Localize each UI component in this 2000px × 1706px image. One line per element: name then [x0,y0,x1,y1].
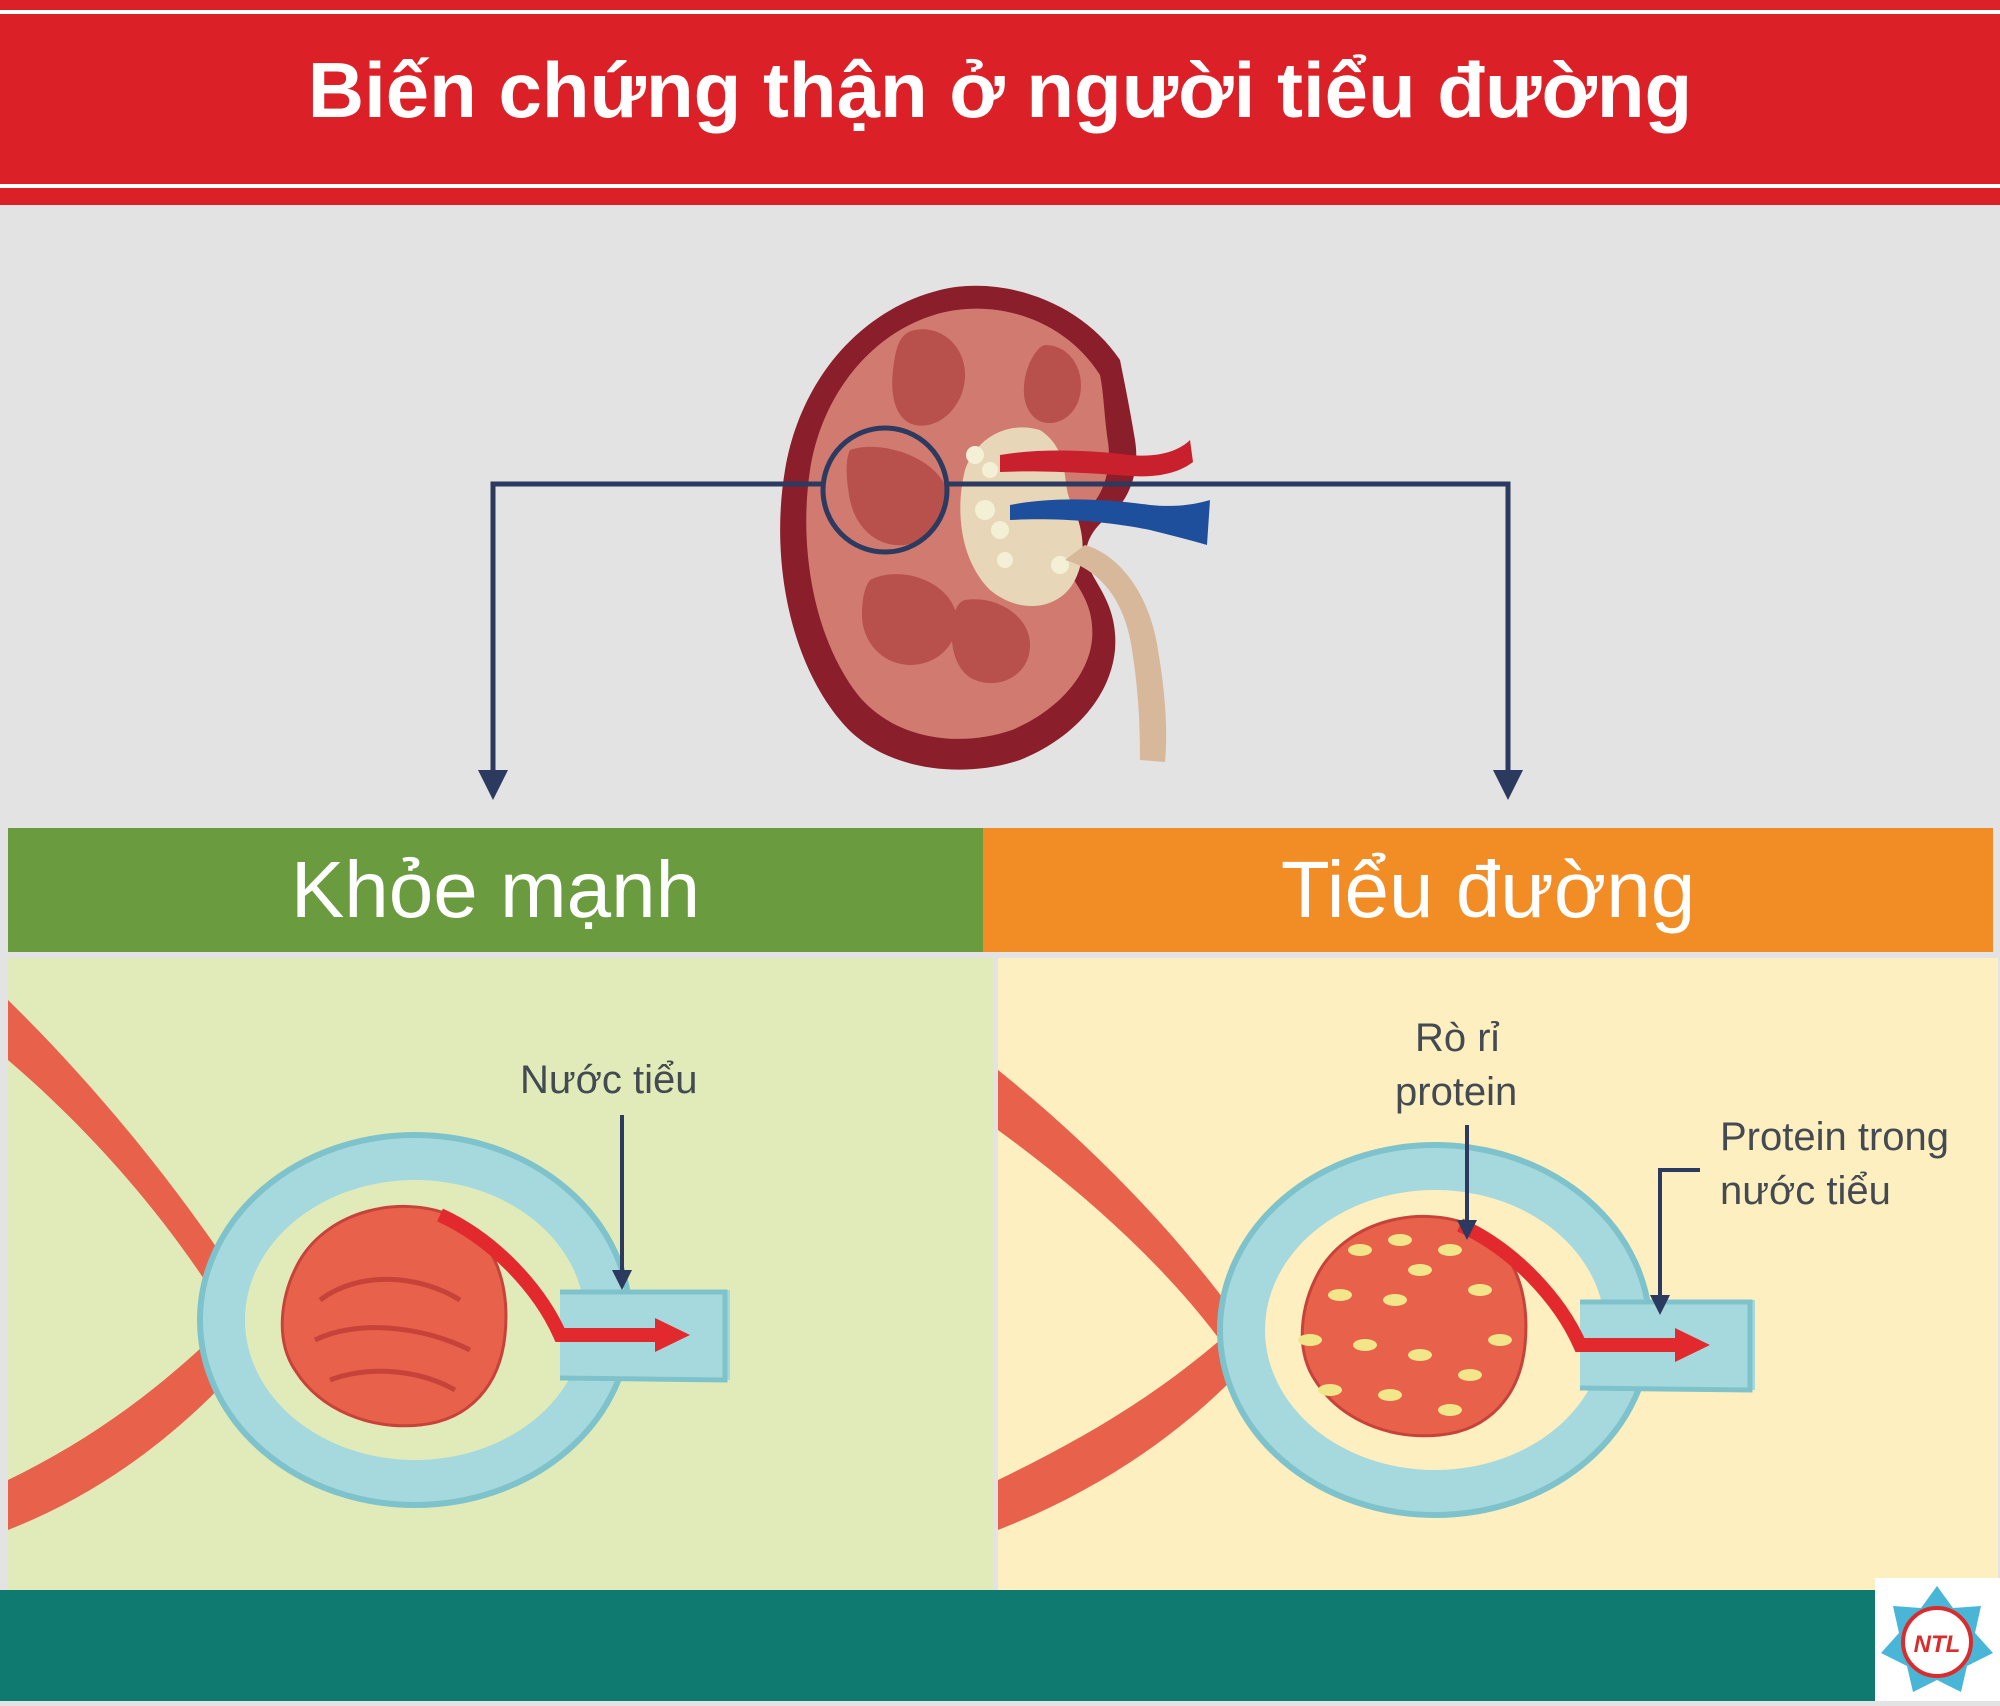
protein-label-line2: nước tiểu [1720,1169,1891,1213]
diabetes-glomerulus [998,1070,1755,1530]
logo-text: NTL [1914,1631,1961,1658]
title-top-rule [0,10,2000,14]
capillary-tuft [280,1204,508,1428]
pyramid-1 [892,329,965,426]
connector-lines [490,425,1511,770]
ureter [1065,545,1167,762]
arrow-down-right-icon [1493,770,1523,800]
leak-pointer-arrowhead-icon [1457,1220,1477,1240]
healthy-heading: Khỏe mạnh [8,828,983,952]
afferent-vessel-diabetes [998,1070,1260,1530]
leak-label-line2: protein [1395,1070,1518,1114]
pyramid-3 [846,446,948,546]
pyramid-5 [951,599,1030,684]
connector-right [947,481,1511,770]
afferent-vessel [8,1000,270,1530]
healthy-glomerulus [8,1000,730,1530]
protein-label-line1: Protein trong [1720,1115,1950,1159]
renal-vein [1010,499,1210,545]
diabetes-heading: Tiểu đường [983,828,1993,952]
protein-flow-arrow [1457,1218,1680,1352]
logo: NTL [1875,1578,2000,1701]
kidney-illustration [780,285,1210,770]
renal-artery [1000,440,1193,477]
protein-particles [1298,1234,1512,1416]
protein-pointer-arrowhead-icon [1650,1295,1670,1315]
logo-emblem: NTL [1881,1586,1993,1692]
page-title: Biến chứng thận ở người tiểu đường [307,46,1693,134]
logo-ring [1901,1606,1973,1678]
urine-pointer-arrowhead-icon [612,1270,632,1290]
urine-flow-arrow [437,1208,660,1342]
connector-left [490,481,823,770]
arrow-down-left-icon [478,770,508,800]
protein-flow-arrowhead-icon [1675,1328,1710,1362]
footer-bar [0,1590,1875,1701]
leak-label-line1: Rò rỉ [1415,1016,1500,1060]
pyramid-2 [1023,345,1081,424]
urine-label: Nước tiểu [520,1058,698,1102]
title-bottom-rule [0,184,2000,188]
zoom-circle [820,425,950,555]
title-bar: Biến chứng thận ở người tiểu đường [0,0,2000,205]
urine-flow-arrowhead-icon [655,1318,690,1352]
protein-pointer [1658,1168,1700,1295]
pyramid-4 [862,574,957,665]
